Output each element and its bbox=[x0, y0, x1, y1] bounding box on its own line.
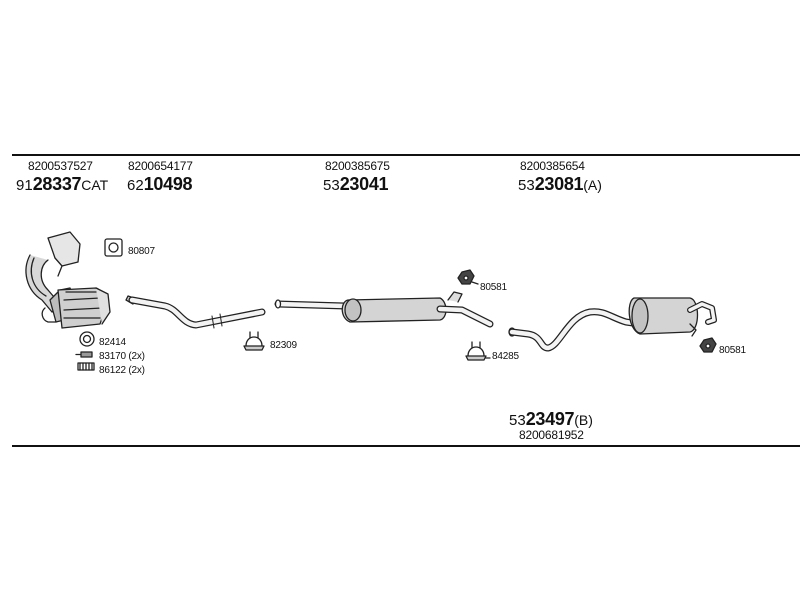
label-hanger-middle: 80581 bbox=[480, 282, 507, 293]
rear-silencer-icon bbox=[508, 297, 717, 352]
label-gasket-small: 82414 bbox=[99, 337, 126, 348]
middle-silencer-icon bbox=[274, 291, 494, 328]
part-code-front-pipe: 6210498 bbox=[127, 174, 193, 194]
part-code-complete-system: 5323497(B) bbox=[509, 409, 593, 429]
ring-gasket-icon bbox=[79, 331, 95, 347]
label-gasket-top: 80807 bbox=[128, 246, 155, 257]
front-pipe-icon bbox=[125, 295, 266, 329]
part-code-rear-silencer: 5323081(A) bbox=[518, 174, 602, 194]
bottom-divider bbox=[12, 445, 800, 447]
part-code-catalyst: 9128337CAT bbox=[16, 174, 109, 194]
label-clamp-front: 82309 bbox=[270, 340, 297, 351]
label-nut: 83170 (2x) bbox=[99, 351, 145, 362]
oem-number-front-pipe: 8200654177 bbox=[128, 159, 193, 173]
oem-number-rear-silencer: 8200385654 bbox=[520, 159, 585, 173]
gasket-icon bbox=[104, 238, 123, 257]
oem-number-middle-silencer: 8200385675 bbox=[325, 159, 390, 173]
part-code-middle-silencer: 5323041 bbox=[323, 174, 389, 194]
rubber-hanger-rear-icon bbox=[699, 337, 717, 353]
label-clamp-rear: 84285 bbox=[492, 351, 519, 362]
label-hanger-rear: 80581 bbox=[719, 345, 746, 356]
rubber-hanger-icon bbox=[457, 269, 479, 285]
oem-number-complete-system: 8200681952 bbox=[519, 428, 584, 442]
pipe-clamp-rear-icon bbox=[465, 341, 491, 361]
nut-icon bbox=[75, 351, 93, 358]
catalytic-converter-icon bbox=[25, 231, 111, 329]
oem-number-catalyst: 8200537527 bbox=[28, 159, 93, 173]
top-divider bbox=[12, 154, 800, 156]
label-bolt: 86122 (2x) bbox=[99, 365, 145, 376]
bolt-icon bbox=[77, 362, 95, 371]
pipe-clamp-icon bbox=[243, 331, 265, 351]
